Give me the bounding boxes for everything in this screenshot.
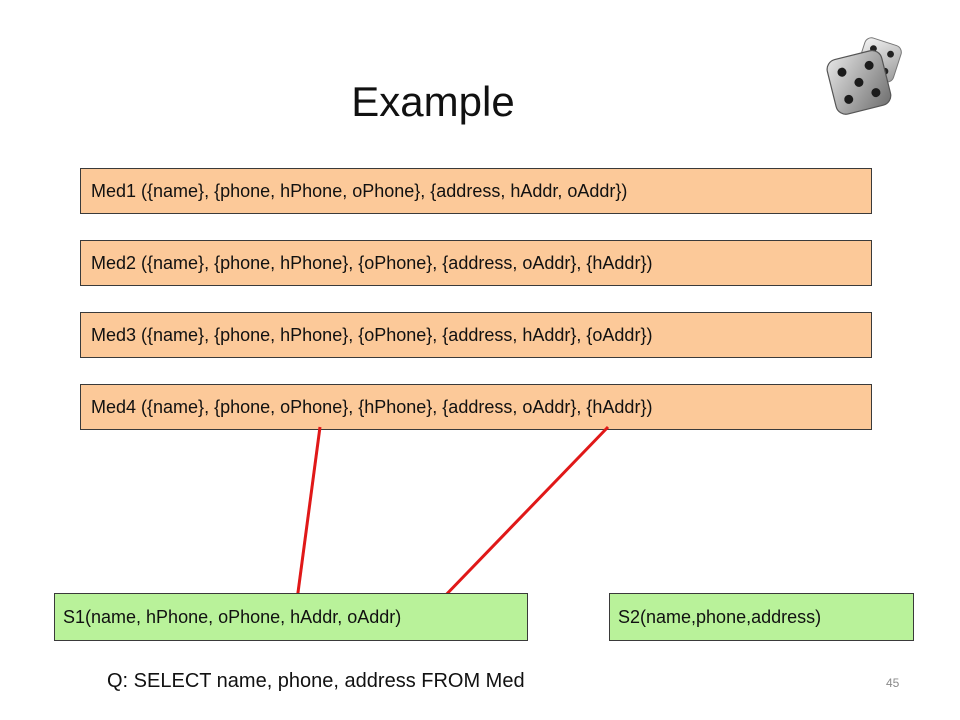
source-schema-label: S1(name, hPhone, oPhone, hAddr, oAddr) xyxy=(63,606,402,627)
mediated-schema-med2: Med2 ({name}, {phone, hPhone}, {oPhone},… xyxy=(80,240,872,286)
dice-icon xyxy=(826,37,902,115)
mediated-schema-med3: Med3 ({name}, {phone, hPhone}, {oPhone},… xyxy=(80,312,872,358)
mediated-schema-label: Med4 ({name}, {phone, oPhone}, {hPhone},… xyxy=(91,396,653,417)
source-schema-label: S2(name,phone,address) xyxy=(618,606,822,627)
query-text: Q: SELECT name, phone, address FROM Med xyxy=(107,670,525,692)
mediated-schema-label: Med3 ({name}, {phone, hPhone}, {oPhone},… xyxy=(91,324,653,345)
connector-line-phone xyxy=(295,426,322,601)
slide-title: Example xyxy=(351,78,515,125)
source-schema-s1: S1(name, hPhone, oPhone, hAddr, oAddr) xyxy=(54,593,528,641)
mediated-schema-med1: Med1 ({name}, {phone, hPhone, oPhone}, {… xyxy=(80,168,872,214)
source-schema-s2: S2(name,phone,address) xyxy=(609,593,914,641)
mediated-schema-label: Med1 ({name}, {phone, hPhone, oPhone}, {… xyxy=(91,180,628,201)
mediated-schema-label: Med2 ({name}, {phone, hPhone}, {oPhone},… xyxy=(91,252,653,273)
connector-line-address xyxy=(439,425,610,602)
mediated-schema-med4: Med4 ({name}, {phone, oPhone}, {hPhone},… xyxy=(80,384,872,430)
page-number: 45 xyxy=(886,676,900,690)
